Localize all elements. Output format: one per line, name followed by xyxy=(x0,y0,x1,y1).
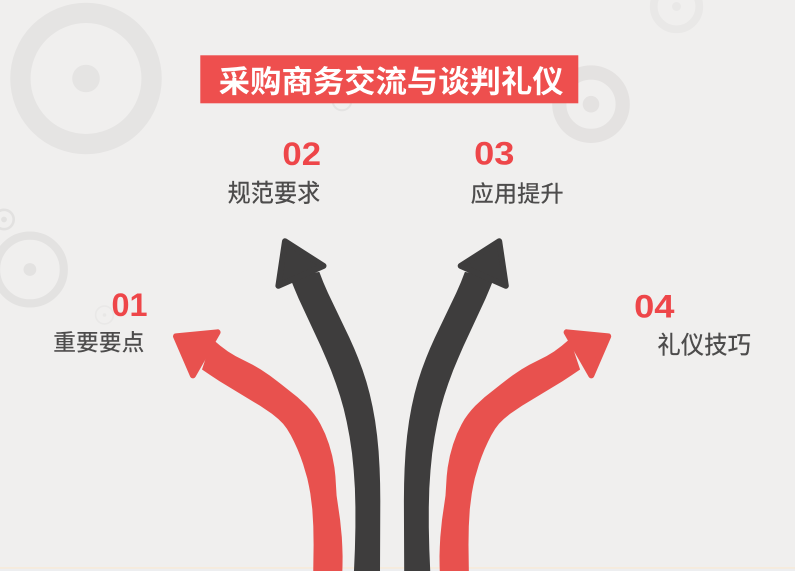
svg-text:03: 03 xyxy=(474,136,514,172)
svg-text:04: 04 xyxy=(634,289,674,325)
svg-text:02: 02 xyxy=(282,136,321,172)
svg-text:01: 01 xyxy=(112,287,148,323)
